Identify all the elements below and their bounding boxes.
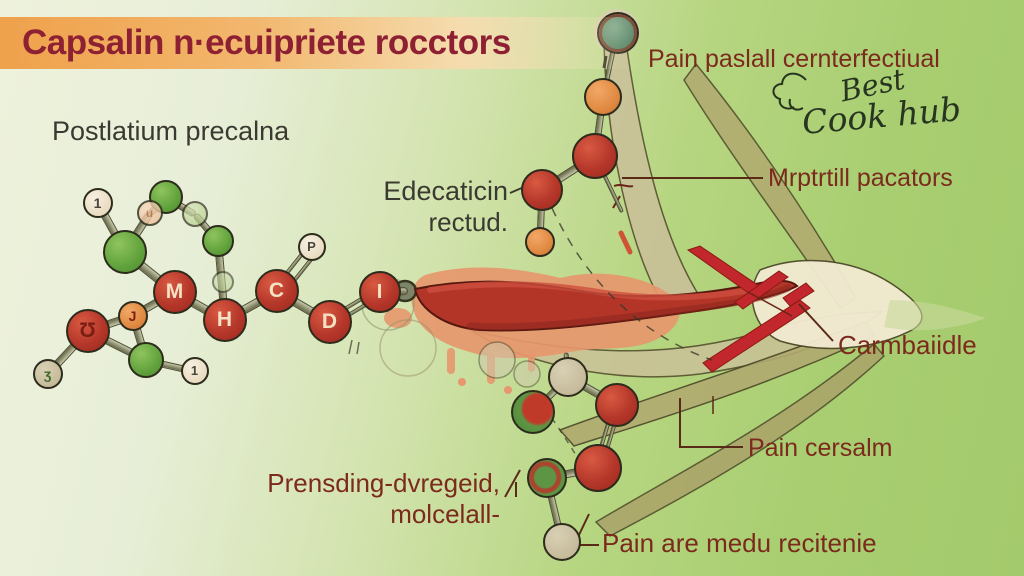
- red-atom: Ʊ: [65, 308, 110, 353]
- title-banner: Capsalin n·ecuipriete rocctors: [0, 17, 640, 69]
- orange-atom: J: [117, 300, 148, 331]
- atom-label: C: [268, 279, 285, 302]
- chef-hat-icon: [772, 72, 807, 110]
- bolt-icon: [782, 282, 815, 307]
- red-atom: [573, 443, 622, 492]
- atom-label: u: [145, 205, 154, 220]
- greenred-atom: [510, 389, 555, 434]
- label-prensding: Prensding-dvregeid, molcelall-: [262, 468, 500, 530]
- watermark-cookhub: Cook hub: [800, 89, 963, 142]
- chef-hat-icon: [788, 98, 804, 111]
- label-carmbaiidle: Carmbaiidle: [838, 330, 977, 360]
- label-mrptrtill: Mrptrtill pacators: [768, 164, 953, 192]
- ghost-circle: [379, 319, 437, 377]
- orange-atom: [583, 77, 622, 116]
- tan-atom: [542, 522, 581, 561]
- splatter-drip: [447, 348, 455, 374]
- label-postlatium: Postlatium precalna: [52, 116, 290, 146]
- splatter-dot: [458, 378, 466, 386]
- leader-pain-cersalm: [679, 398, 743, 448]
- dashed-curve: [544, 407, 581, 463]
- scribble: [747, 291, 793, 317]
- label-edecaticin: Edecaticin rectud.: [328, 176, 508, 238]
- cream-atom: 1: [82, 187, 113, 218]
- palegreen-atom: [181, 200, 208, 227]
- red-atom: [594, 382, 639, 427]
- peach-atom: u: [136, 199, 163, 226]
- label-prensding-line2: molcelall-: [390, 499, 500, 529]
- splatter-dot: [504, 386, 512, 394]
- palegreen-atom: [211, 270, 234, 293]
- tan-atom: [547, 356, 588, 397]
- leader-carmbaiidle: [798, 303, 834, 342]
- atom-label: Ʊ: [79, 319, 96, 342]
- cream-atom: 1: [180, 356, 209, 385]
- label-edecaticin-line1: Edecaticin: [383, 176, 508, 206]
- leaf-streak: [594, 342, 886, 537]
- chili-highlight: [427, 281, 775, 301]
- atom-label: P: [307, 239, 316, 254]
- bolt-icon: [734, 270, 789, 310]
- page-title: Capsalin n·ecuipriete rocctors: [22, 23, 511, 62]
- red-atom: [571, 132, 618, 179]
- watermark-logo: Best Cook hub: [770, 62, 990, 152]
- leader-prensding: [504, 469, 521, 498]
- label-prensding-line1: Prensding-dvregeid,: [267, 468, 500, 498]
- green-atom: [102, 229, 147, 274]
- label-pain-pathways: Pain paslall cernterfectiual: [648, 45, 940, 73]
- atom-label: 1: [93, 194, 102, 211]
- red-atom: D: [307, 299, 352, 344]
- greenring-atom: [526, 457, 567, 498]
- red-atom: M: [152, 269, 197, 314]
- tick-mark: [348, 339, 360, 355]
- orange-atom: [524, 226, 555, 257]
- tan-atom: ʒ: [32, 358, 63, 389]
- green-atom: [127, 341, 164, 378]
- atom-label: ʒ: [43, 365, 52, 382]
- red-atom: [520, 168, 563, 211]
- scribble: [618, 230, 633, 255]
- red-atom: H: [202, 297, 247, 342]
- label-edecaticin-line2: rectud.: [428, 207, 509, 237]
- label-pain-cersalm: Pain cersalm: [748, 434, 893, 462]
- atom-label: J: [128, 307, 137, 324]
- cream-atom: P: [297, 232, 326, 261]
- palm-fade: [884, 300, 986, 331]
- atom-label: M: [165, 280, 184, 303]
- atom-label: 1: [190, 363, 199, 378]
- label-pain-are: Pain are medu recitenie: [602, 528, 877, 558]
- atom-label: D: [321, 310, 338, 333]
- red-atom: C: [254, 268, 299, 313]
- green-atom: [201, 224, 234, 257]
- ghost-ball: [513, 360, 541, 388]
- atom-label: I: [376, 280, 383, 303]
- scribble: [613, 184, 634, 188]
- red-atom: I: [358, 270, 401, 313]
- ghost-ball: [478, 341, 516, 379]
- bolt-icon: [702, 299, 811, 373]
- bolt-icon: [686, 245, 769, 300]
- atom-label: H: [216, 308, 233, 331]
